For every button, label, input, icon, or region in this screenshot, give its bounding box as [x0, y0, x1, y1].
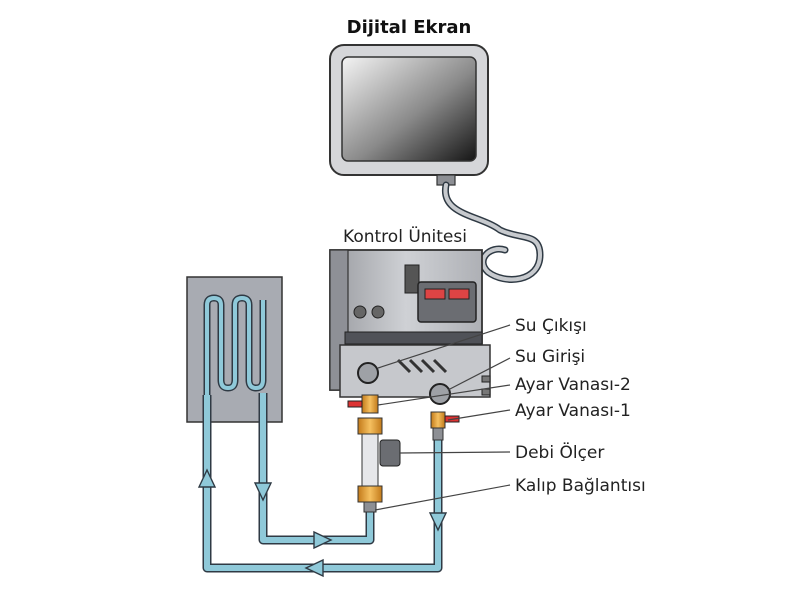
unit-vent-strip — [344, 331, 483, 345]
plumbing-fittings — [347, 394, 460, 513]
leader-lines — [374, 324, 511, 511]
digital-display — [329, 44, 489, 186]
arrow-right-icon — [313, 530, 333, 550]
arrow-down-icon — [428, 512, 448, 532]
mold-plate — [186, 276, 283, 423]
flow-arrows — [197, 468, 448, 578]
label-water-outlet: Su Çıkışı — [515, 316, 587, 336]
valve-2-body — [361, 394, 379, 414]
label-valve-2: Ayar Vanası-2 — [515, 375, 631, 395]
unit-socket — [417, 281, 477, 323]
arrow-up-icon — [197, 468, 217, 488]
water-outlet-port — [357, 362, 379, 384]
arrow-left-icon — [304, 558, 324, 578]
label-valve-1: Ayar Vanası-1 — [515, 401, 631, 421]
flow-meter-tube — [361, 433, 379, 487]
control-unit — [329, 249, 491, 405]
valve-1-body — [430, 411, 446, 429]
display-screen — [341, 56, 477, 162]
label-digital-display: Dijital Ekran — [347, 17, 472, 38]
label-control-unit: Kontrol Ünitesi — [343, 225, 467, 247]
label-flow-meter: Debi Ölçer — [515, 441, 604, 463]
arrow-down-icon — [253, 482, 273, 502]
label-water-inlet: Su Girişi — [515, 347, 585, 367]
flow-meter-sensor — [379, 439, 401, 467]
valve-2-handle — [347, 400, 363, 408]
unit-switch — [404, 264, 420, 294]
label-mold-connection: Kalıp Bağlantısı — [515, 476, 646, 496]
